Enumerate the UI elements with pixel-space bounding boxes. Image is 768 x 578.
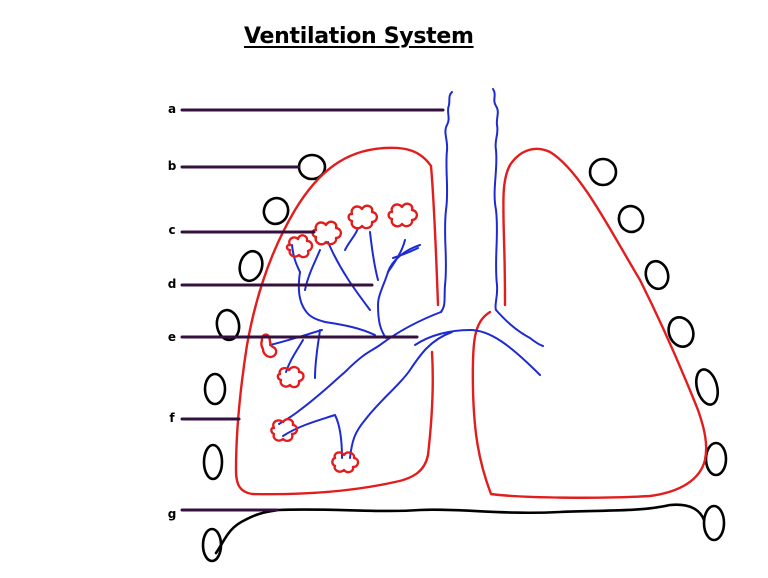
rib bbox=[704, 441, 728, 477]
alveolus-cluster bbox=[387, 202, 419, 228]
rib bbox=[215, 308, 241, 342]
rib bbox=[644, 259, 670, 291]
bronchus-branch bbox=[282, 414, 343, 459]
bronchiole bbox=[392, 247, 419, 259]
rib bbox=[694, 368, 720, 406]
alveolus-cluster bbox=[285, 234, 314, 259]
label-c: c bbox=[168, 223, 176, 237]
alveolus-cluster bbox=[311, 220, 343, 246]
carina-ridge bbox=[414, 329, 541, 376]
left-main-bronchus-lower bbox=[349, 331, 453, 459]
left-main-bronchus-upper bbox=[278, 311, 442, 425]
trachea-right-wall bbox=[492, 88, 499, 311]
leader-lines bbox=[180, 108, 445, 512]
rib bbox=[201, 527, 223, 563]
rib bbox=[588, 157, 618, 187]
rib bbox=[262, 196, 290, 226]
bronchiole bbox=[369, 231, 379, 281]
diagram-title: Ventilation System bbox=[244, 24, 474, 49]
rib bbox=[667, 316, 695, 348]
alveolus-cluster bbox=[347, 204, 379, 230]
bronchial-tree bbox=[269, 227, 544, 459]
ribs-right bbox=[588, 157, 728, 542]
diaphragm bbox=[214, 503, 706, 555]
rib bbox=[702, 504, 726, 542]
alveolus-cluster bbox=[276, 365, 305, 389]
alveolus-cluster bbox=[270, 417, 299, 442]
label-e: e bbox=[167, 330, 177, 344]
rib bbox=[203, 372, 227, 406]
right-lung bbox=[471, 147, 708, 499]
label-f: f bbox=[169, 411, 175, 425]
right-main-bronchus bbox=[495, 309, 544, 347]
trachea bbox=[440, 88, 499, 313]
bronchiole bbox=[297, 271, 376, 336]
ribs-left bbox=[201, 153, 327, 563]
label-d: d bbox=[167, 277, 177, 291]
rib bbox=[202, 443, 224, 481]
bronchiole bbox=[291, 244, 301, 273]
trachea-left-wall bbox=[440, 91, 453, 313]
label-b: b bbox=[167, 159, 177, 173]
alveolus-cluster bbox=[331, 451, 360, 474]
bronchiole bbox=[344, 227, 359, 251]
label-a: a bbox=[167, 102, 177, 116]
rib bbox=[238, 249, 264, 283]
bronchiole bbox=[314, 329, 321, 379]
rib bbox=[617, 204, 645, 234]
left-lung bbox=[234, 146, 440, 496]
bronchiole bbox=[327, 241, 371, 311]
label-g: g bbox=[167, 507, 177, 521]
